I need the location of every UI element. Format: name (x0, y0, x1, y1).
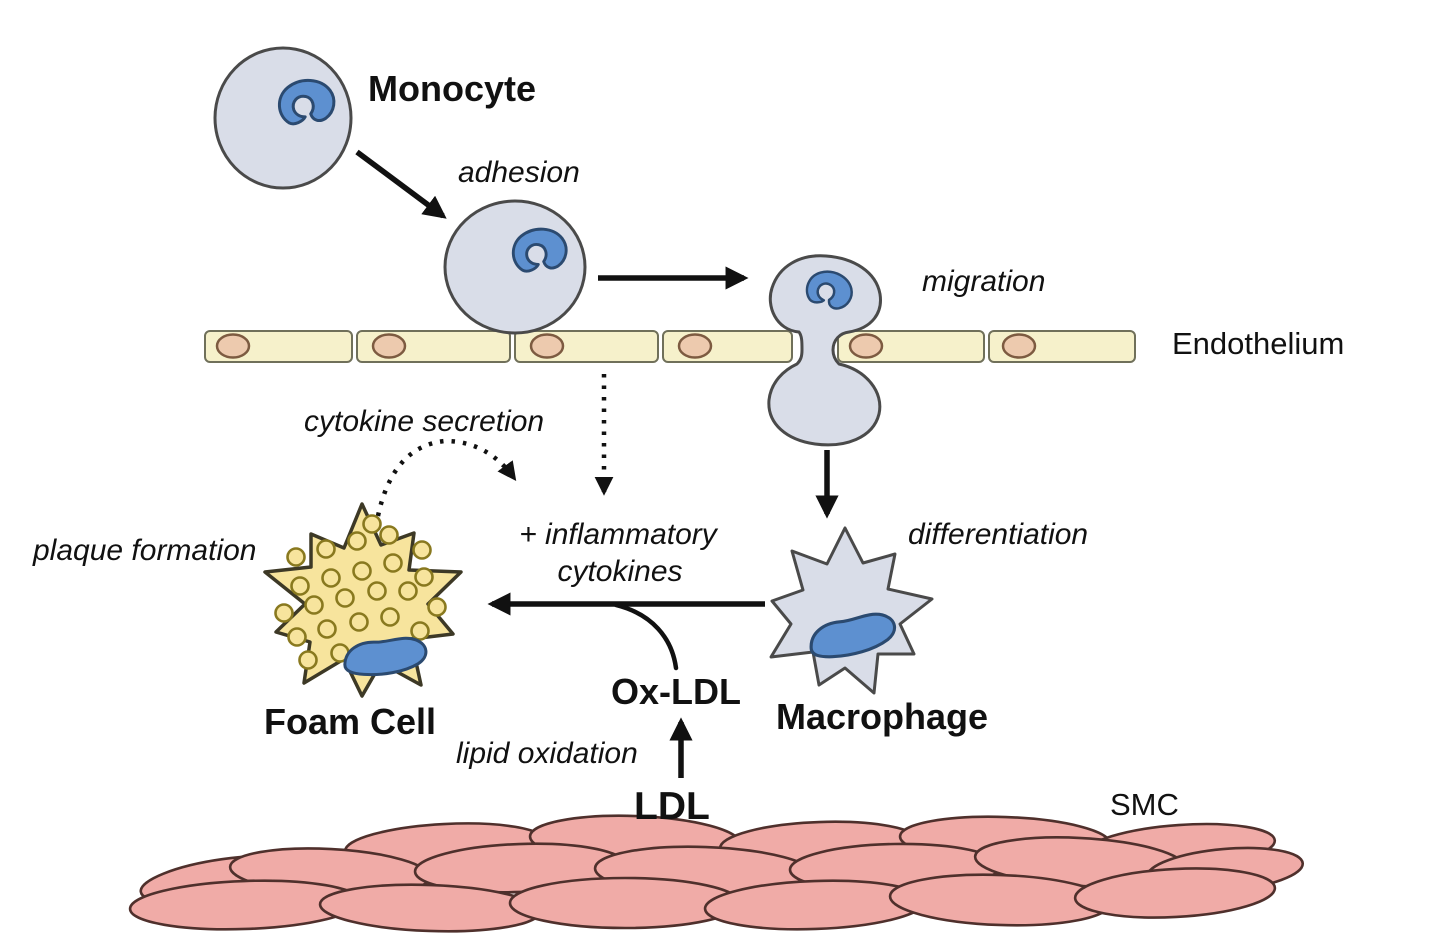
cytokine-secretion-dotted-arrow (375, 438, 517, 517)
oxldl-branch-curve (613, 602, 679, 671)
lipid-droplet (383, 553, 403, 573)
lipid-droplet (349, 612, 369, 632)
lipid-droplet (412, 540, 432, 560)
lipid-droplet (274, 603, 294, 623)
endothelial-nucleus (529, 333, 565, 359)
foam-cell (263, 502, 463, 698)
lipid-droplet (362, 514, 382, 534)
lipid-droplet (317, 619, 337, 639)
inflammatory-cytokines-label: + inflammatory cytokines (519, 518, 719, 588)
endothelial-nucleus (677, 333, 713, 359)
lipid-droplet (316, 539, 336, 559)
cytokine-secretion-label: cytokine secretion (304, 405, 544, 438)
endothelial-nucleus (848, 333, 884, 359)
endothelium-label: Endothelium (1172, 326, 1344, 361)
lipid-droplet (427, 597, 447, 617)
adhering-monocyte-cell (443, 199, 587, 335)
lipid-droplet (352, 561, 372, 581)
lipid-droplet (287, 627, 307, 647)
plaque-formation-label: plaque formation (32, 534, 256, 567)
lipid-droplet (347, 531, 367, 551)
differentiation-label: differentiation (908, 518, 1088, 551)
ldl-label: LDL (634, 785, 710, 828)
lipid-droplet (367, 581, 387, 601)
ox-ldl-label: Ox-LDL (611, 671, 741, 712)
monocyte-cell (213, 46, 353, 190)
inflammatory-cytokines-line2: cytokines (557, 555, 682, 588)
foam-cell-label: Foam Cell (264, 701, 436, 742)
endothelial-nucleus (371, 333, 407, 359)
smc-layer (128, 814, 1305, 933)
endothelium-layer (204, 330, 1136, 363)
migrating-monocyte-cell (767, 254, 882, 447)
smc-cell (1073, 867, 1277, 919)
inflammatory-cytokines-line1: + inflammatory (519, 518, 719, 551)
endothelial-nucleus (215, 333, 251, 359)
smc-label: SMC (1110, 787, 1179, 822)
lipid-droplets (274, 514, 447, 670)
lipid-droplet (304, 595, 324, 615)
monocyte-label: Monocyte (368, 68, 536, 109)
lipid-oxidation-label: lipid oxidation (456, 737, 638, 770)
lipid-droplet (410, 621, 430, 641)
lipid-droplet (290, 576, 310, 596)
macrophage-label: Macrophage (776, 696, 988, 737)
adhesion-label: adhesion (458, 156, 580, 189)
lipid-droplet (298, 650, 318, 670)
macrophage-cell (769, 526, 934, 695)
lipid-droplet (321, 568, 341, 588)
migration-label: migration (922, 265, 1045, 298)
lipid-droplet (335, 588, 355, 608)
lipid-droplet (380, 607, 400, 627)
lipid-droplet (379, 525, 399, 545)
adhesion-arrow (355, 149, 447, 219)
smc-cell (508, 876, 742, 930)
lipid-droplet (414, 567, 434, 587)
lipid-droplet (286, 547, 306, 567)
endothelial-nucleus (1001, 333, 1037, 359)
lipid-droplet (398, 581, 418, 601)
